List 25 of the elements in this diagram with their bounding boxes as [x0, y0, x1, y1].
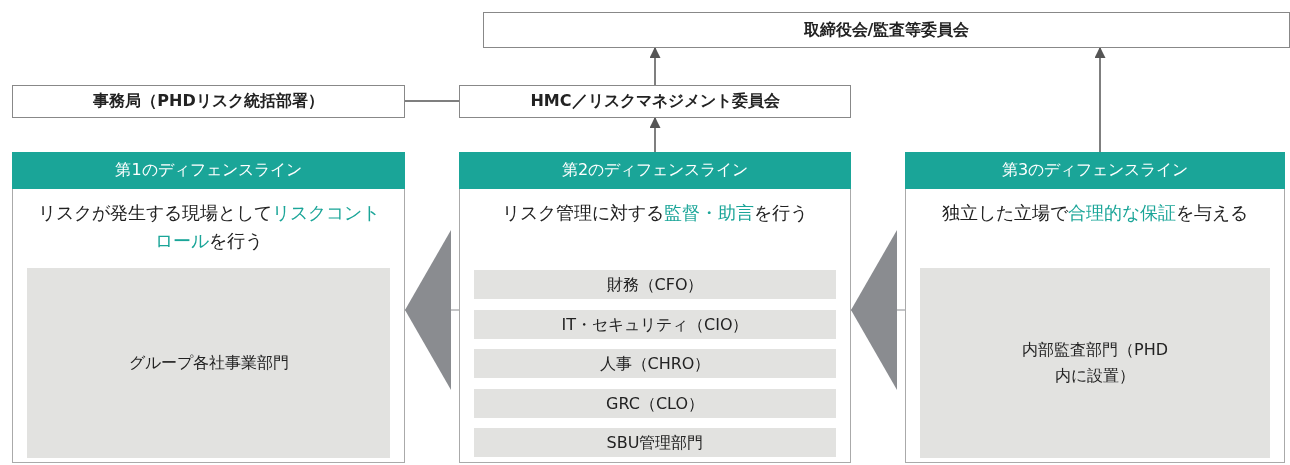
connector-line	[404, 100, 460, 102]
department-box: 内部監査部門（PHD内に設置）	[920, 268, 1270, 458]
defense-line-panel	[12, 152, 405, 463]
panel-description: リスク管理に対する監督・助言を行う	[501, 201, 809, 225]
department-box: IT・セキュリティ（CIO）	[474, 310, 836, 339]
department-box: GRC（CLO）	[474, 389, 836, 418]
panel-header: 第3のディフェンスライン	[905, 152, 1285, 189]
panel-header: 第2のディフェンスライン	[459, 152, 851, 189]
defense-line-panel	[459, 152, 851, 463]
committee-box: HMC／リスクマネジメント委員会	[459, 85, 851, 118]
department-box: 財務（CFO）	[474, 270, 836, 299]
arrow	[649, 46, 661, 86]
arrow	[649, 116, 661, 153]
department-box: 人事（CHRO）	[474, 349, 836, 378]
chevron-arrow	[850, 230, 906, 390]
committee-box: 取締役会/監査等委員会	[483, 12, 1290, 48]
arrow	[1094, 46, 1106, 153]
defense-line-panel	[905, 152, 1285, 463]
panel-description: 独立した立場で合理的な保証を与える	[941, 201, 1249, 225]
panel-description: リスクが発生する現場としてリスクコントロールを行う	[36, 201, 381, 253]
panel-header: 第1のディフェンスライン	[12, 152, 405, 189]
department-box: SBU管理部門	[474, 428, 836, 457]
committee-box: 事務局（PHDリスク統括部署）	[12, 85, 405, 118]
chevron-arrow	[404, 230, 460, 390]
department-box: グループ各社事業部門	[27, 268, 390, 458]
